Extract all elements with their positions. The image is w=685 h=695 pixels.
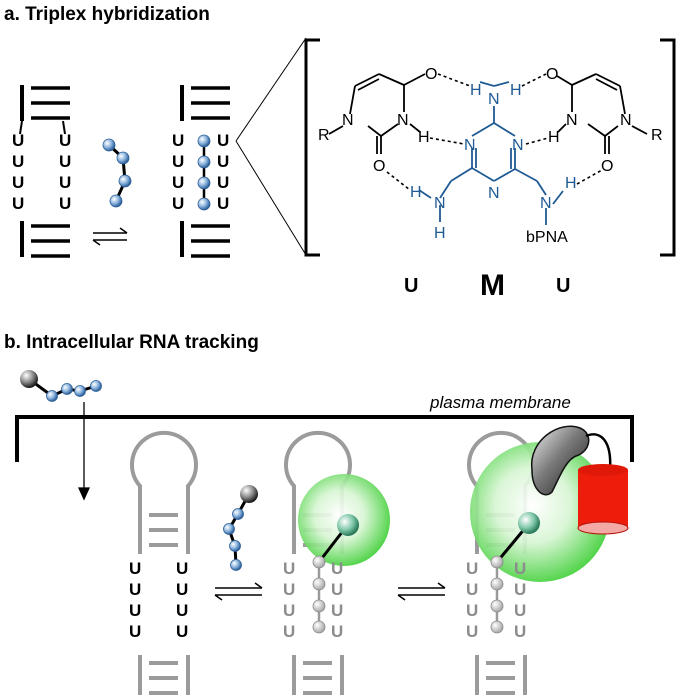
- base-u: U: [129, 559, 141, 578]
- base-u: U: [217, 173, 229, 192]
- panel-a-title: a. Triplex hybridization: [4, 4, 210, 25]
- base-u: U: [172, 152, 184, 171]
- free-probe: [223, 485, 258, 571]
- base-u: U: [12, 131, 24, 150]
- equilibrium-arrows: [92, 227, 128, 246]
- panel-b-title: b. Intracellular RNA tracking: [4, 332, 259, 353]
- entry-arrow: [77, 402, 91, 501]
- atom-h: H: [410, 184, 422, 201]
- probe-outside-cell: [20, 370, 102, 402]
- base-u: U: [331, 580, 343, 599]
- base-u: U: [283, 559, 295, 578]
- bpna-label: bPNA: [526, 229, 568, 246]
- base-u: U: [129, 622, 141, 641]
- label-u-right: U: [556, 275, 570, 297]
- atom-r: R: [318, 127, 330, 144]
- base-u: U: [129, 601, 141, 620]
- atom-n: N: [512, 137, 524, 154]
- atom-h: H: [418, 129, 430, 146]
- left-hairpin-schematic: U U U U U U U U: [12, 85, 71, 258]
- zoom-lines: [235, 37, 307, 256]
- atom-h: H: [434, 225, 446, 242]
- base-u: U: [466, 622, 478, 641]
- base-u: U: [176, 559, 188, 578]
- base-triple-structure: O N N O R H O N N O R H: [318, 66, 663, 246]
- label-m: M: [480, 269, 505, 302]
- membrane-label: plasma membrane: [429, 393, 571, 412]
- rna-hairpin-1: U U U U U U U U: [129, 430, 198, 695]
- base-u: U: [514, 601, 526, 620]
- base-u: U: [172, 131, 184, 150]
- base-u: U: [176, 622, 188, 641]
- base-u: U: [59, 173, 71, 192]
- base-u: U: [172, 173, 184, 192]
- atom-n: N: [566, 112, 578, 129]
- bpna-bead-chain: [102, 138, 132, 208]
- base-u: U: [283, 580, 295, 599]
- equilibrium-arrows: [397, 582, 446, 601]
- atom-r: R: [651, 127, 663, 144]
- atom-o: O: [425, 66, 437, 83]
- plasma-membrane: [15, 415, 634, 462]
- base-u: U: [466, 559, 478, 578]
- atom-h: H: [510, 82, 522, 99]
- base-u: U: [172, 194, 184, 213]
- base-u: U: [12, 173, 24, 192]
- structure-brackets: [304, 38, 676, 257]
- rna-hairpin-3-complex: U U U U U U U U: [466, 425, 629, 695]
- atom-h: H: [548, 129, 560, 146]
- atom-n: N: [397, 112, 409, 129]
- triplex-hairpin-schematic: U U U U U U U U: [172, 85, 230, 258]
- atom-n: N: [540, 195, 552, 212]
- base-u: U: [12, 194, 24, 213]
- atom-n: N: [434, 195, 446, 212]
- atom-o: O: [601, 158, 613, 175]
- fluorescent-protein-sphere: [470, 442, 610, 582]
- base-u: U: [12, 152, 24, 171]
- atom-o: O: [373, 158, 385, 175]
- base-u: U: [217, 194, 229, 213]
- base-u: U: [466, 580, 478, 599]
- base-u: U: [514, 559, 526, 578]
- base-u: U: [129, 580, 141, 599]
- base-u: U: [283, 601, 295, 620]
- base-u: U: [217, 152, 229, 171]
- label-u-left: U: [404, 275, 418, 297]
- atom-n: N: [620, 112, 632, 129]
- atom-n: N: [342, 112, 354, 129]
- base-u: U: [59, 152, 71, 171]
- rna-hairpin-2-bound: U U U U U U U U: [283, 430, 390, 695]
- base-u: U: [331, 559, 343, 578]
- base-u: U: [283, 622, 295, 641]
- base-u: U: [514, 580, 526, 599]
- atom-h: H: [565, 175, 577, 192]
- atom-h: H: [470, 82, 482, 99]
- base-u: U: [514, 622, 526, 641]
- atom-n: N: [464, 137, 476, 154]
- atom-o: O: [546, 66, 558, 83]
- atom-n: N: [488, 91, 500, 108]
- red-cylinder-tag: [577, 464, 629, 535]
- base-u: U: [331, 622, 343, 641]
- base-u: U: [331, 601, 343, 620]
- base-u: U: [59, 194, 71, 213]
- base-u: U: [176, 580, 188, 599]
- base-u: U: [176, 601, 188, 620]
- base-u: U: [466, 601, 478, 620]
- binding-protein: [531, 425, 590, 496]
- equilibrium-arrows: [214, 582, 263, 601]
- base-u: U: [217, 131, 229, 150]
- atom-n: N: [488, 185, 500, 202]
- base-u: U: [59, 131, 71, 150]
